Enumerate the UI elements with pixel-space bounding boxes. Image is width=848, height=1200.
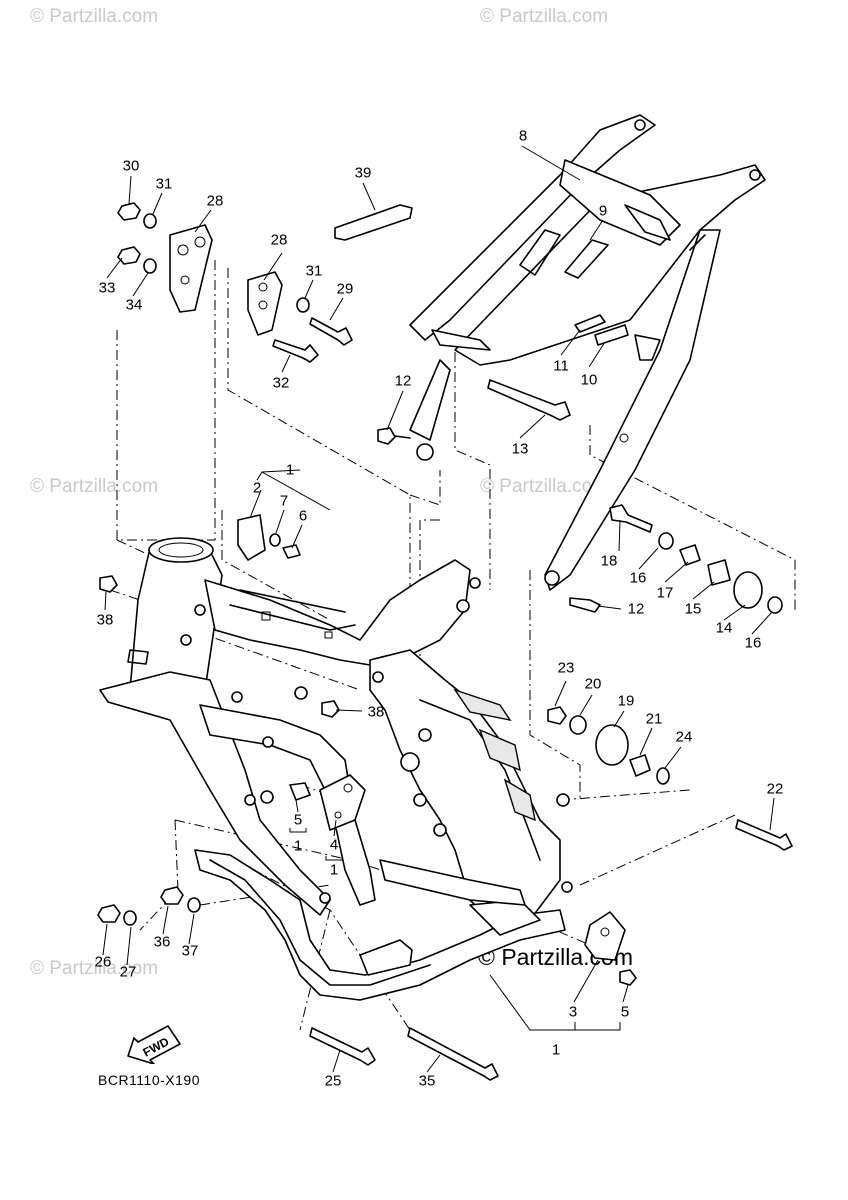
- callout-17[interactable]: 17: [656, 584, 674, 602]
- callout-34[interactable]: 34: [125, 296, 143, 314]
- fasteners: [97, 202, 793, 1081]
- callout-16b[interactable]: 16: [744, 634, 762, 652]
- callout-12a[interactable]: 12: [394, 372, 412, 390]
- callout-1c[interactable]: 1: [329, 861, 339, 879]
- callout-19[interactable]: 19: [617, 692, 635, 710]
- callout-28b[interactable]: 28: [270, 231, 288, 249]
- callout-32[interactable]: 32: [272, 374, 290, 392]
- callout-10[interactable]: 10: [580, 371, 598, 389]
- callout-14[interactable]: 14: [715, 619, 733, 637]
- watermark-top-right: © Partzilla.com: [480, 6, 609, 27]
- watermark-bottom-left: © Partzilla.com: [30, 958, 159, 979]
- leader-lines: [102, 145, 775, 1073]
- callout-2[interactable]: 2: [252, 479, 262, 497]
- callout-6[interactable]: 6: [298, 507, 308, 525]
- callout-23[interactable]: 23: [557, 659, 575, 677]
- callout-7[interactable]: 7: [279, 492, 289, 510]
- callout-22[interactable]: 22: [766, 780, 784, 798]
- callout-12b[interactable]: 12: [627, 600, 645, 618]
- guide-lines: [109, 260, 796, 1031]
- callout-26[interactable]: 26: [94, 953, 112, 971]
- callout-9[interactable]: 9: [598, 202, 608, 220]
- callout-38a[interactable]: 38: [96, 611, 114, 629]
- callout-13[interactable]: 13: [511, 440, 529, 458]
- callout-5b[interactable]: 5: [620, 1003, 630, 1021]
- callout-11[interactable]: 11: [553, 357, 569, 375]
- callout-31a[interactable]: 31: [155, 175, 173, 193]
- callout-37[interactable]: 37: [181, 942, 199, 960]
- callout-39[interactable]: 39: [354, 164, 372, 182]
- rear-subframe: [409, 114, 766, 591]
- callout-20[interactable]: 20: [584, 675, 602, 693]
- callout-28a[interactable]: 28: [206, 192, 224, 210]
- callout-15[interactable]: 15: [684, 600, 702, 618]
- watermark-mid-left: © Partzilla.com: [30, 476, 159, 497]
- watermark-mid-right: © Partzilla.com: [480, 476, 609, 497]
- callout-38b[interactable]: 38: [367, 703, 385, 721]
- callout-1a[interactable]: 1: [285, 461, 295, 479]
- callout-35[interactable]: 35: [418, 1072, 436, 1090]
- main-frame: [99, 537, 573, 1001]
- callout-33[interactable]: 33: [98, 279, 116, 297]
- callout-5a[interactable]: 5: [293, 811, 303, 829]
- callout-4[interactable]: 4: [329, 836, 339, 854]
- callout-29[interactable]: 29: [336, 280, 354, 298]
- callout-24[interactable]: 24: [675, 728, 693, 746]
- callout-1b[interactable]: 1: [293, 837, 303, 855]
- callout-18[interactable]: 18: [600, 552, 618, 570]
- callout-25[interactable]: 25: [324, 1072, 342, 1090]
- diagram-code: BCR1110-X190: [98, 1072, 200, 1088]
- callout-8[interactable]: 8: [518, 127, 528, 145]
- watermark-top-left: © Partzilla.com: [30, 6, 159, 27]
- callout-36[interactable]: 36: [153, 933, 171, 951]
- callout-31b[interactable]: 31: [305, 262, 323, 280]
- fwd-arrow-icon: FWD: [127, 1025, 181, 1064]
- callout-27[interactable]: 27: [119, 963, 137, 981]
- callout-30[interactable]: 30: [122, 157, 140, 175]
- callout-1d[interactable]: 1: [551, 1041, 561, 1059]
- callout-21[interactable]: 21: [645, 710, 663, 728]
- callout-3[interactable]: 3: [568, 1003, 578, 1021]
- callout-16a[interactable]: 16: [629, 569, 647, 587]
